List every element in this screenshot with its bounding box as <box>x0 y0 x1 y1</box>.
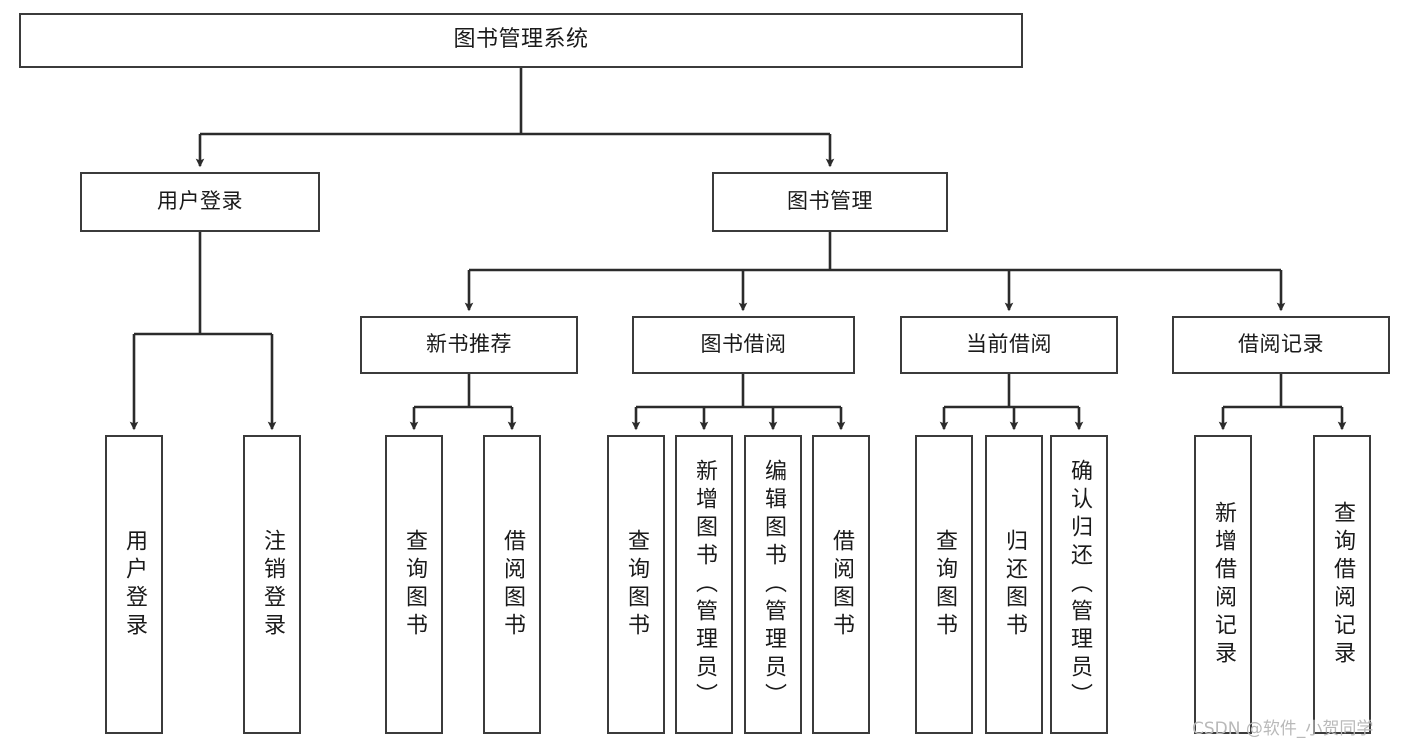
node-book-borrow[interactable]: 图书借阅 <box>632 316 855 374</box>
node-leaf-query-book-2-label: 查询图书 <box>624 528 649 641</box>
node-leaf-edit-book[interactable]: 编辑图书（管理员） <box>744 435 802 734</box>
node-user-login-label: 用户登录 <box>157 189 243 214</box>
node-leaf-borrow-book-1-label: 借阅图书 <box>500 528 525 641</box>
node-leaf-user-login[interactable]: 用户登录 <box>105 435 163 734</box>
node-leaf-edit-book-label: 编辑图书（管理员） <box>761 458 786 711</box>
node-leaf-return-book-label: 归还图书 <box>1002 528 1027 641</box>
node-leaf-query-book-1-label: 查询图书 <box>402 528 427 641</box>
node-leaf-query-book-3-label: 查询图书 <box>932 528 957 641</box>
node-book-manage-label: 图书管理 <box>787 189 873 214</box>
node-leaf-return-book[interactable]: 归还图书 <box>985 435 1043 734</box>
node-leaf-add-record-label: 新增借阅记录 <box>1211 500 1236 669</box>
node-leaf-add-book-label: 新增图书（管理员） <box>692 458 717 711</box>
node-leaf-confirm-return-label: 确认归还（管理员） <box>1067 458 1092 711</box>
node-leaf-logout-label: 注销登录 <box>260 528 285 641</box>
node-leaf-logout[interactable]: 注销登录 <box>243 435 301 734</box>
node-leaf-add-book[interactable]: 新增图书（管理员） <box>675 435 733 734</box>
node-borrow-record[interactable]: 借阅记录 <box>1172 316 1390 374</box>
node-leaf-borrow-book-2[interactable]: 借阅图书 <box>812 435 870 734</box>
node-leaf-borrow-book-2-label: 借阅图书 <box>829 528 854 641</box>
node-new-book-rec-label: 新书推荐 <box>426 332 512 357</box>
node-book-manage[interactable]: 图书管理 <box>712 172 948 232</box>
node-leaf-query-record[interactable]: 查询借阅记录 <box>1313 435 1371 734</box>
node-borrow-record-label: 借阅记录 <box>1238 332 1324 357</box>
node-leaf-query-book-3[interactable]: 查询图书 <box>915 435 973 734</box>
node-leaf-confirm-return[interactable]: 确认归还（管理员） <box>1050 435 1108 734</box>
node-new-book-rec[interactable]: 新书推荐 <box>360 316 578 374</box>
node-leaf-query-book-2[interactable]: 查询图书 <box>607 435 665 734</box>
node-root-label: 图书管理系统 <box>453 27 589 53</box>
node-user-login[interactable]: 用户登录 <box>80 172 320 232</box>
csdn-watermark: CSDN @软件_小贺同学 <box>1192 719 1374 739</box>
node-root[interactable]: 图书管理系统 <box>19 13 1023 68</box>
node-leaf-add-record[interactable]: 新增借阅记录 <box>1194 435 1252 734</box>
node-leaf-query-record-label: 查询借阅记录 <box>1330 500 1355 669</box>
node-current-borrow-label: 当前借阅 <box>966 332 1052 357</box>
node-book-borrow-label: 图书借阅 <box>700 332 787 357</box>
node-leaf-query-book-1[interactable]: 查询图书 <box>385 435 443 734</box>
node-leaf-borrow-book-1[interactable]: 借阅图书 <box>483 435 541 734</box>
node-leaf-user-login-label: 用户登录 <box>122 528 147 641</box>
node-current-borrow[interactable]: 当前借阅 <box>900 316 1118 374</box>
